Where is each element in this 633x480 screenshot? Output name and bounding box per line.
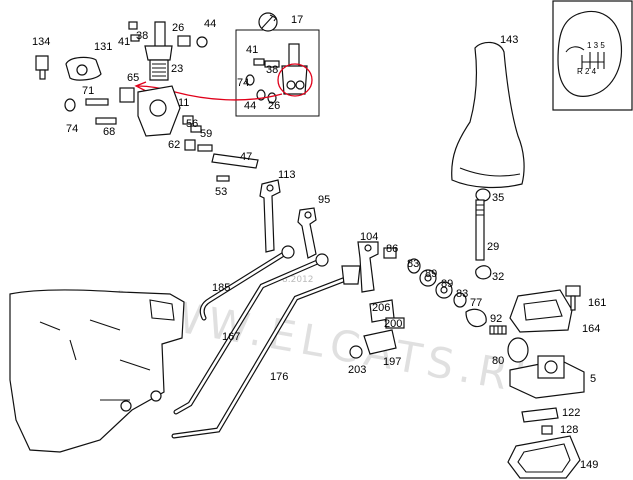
levers bbox=[259, 179, 329, 267]
shift-assembly-upper bbox=[35, 21, 259, 182]
watermark-small: 8.2012 bbox=[282, 275, 314, 285]
callout-65: 65 bbox=[127, 72, 139, 84]
callout-149: 149 bbox=[580, 459, 598, 471]
shift-pattern-row2: R 2 4 bbox=[577, 67, 597, 76]
callout-44a: 44 bbox=[204, 18, 216, 30]
callout-122: 122 bbox=[562, 407, 580, 419]
callout-47: 47 bbox=[240, 151, 252, 163]
callout-104: 104 bbox=[360, 231, 378, 243]
callout-89a: 89 bbox=[425, 268, 437, 280]
callout-206: 206 bbox=[372, 302, 390, 314]
shift-mechanism-middle bbox=[341, 241, 487, 359]
callout-86: 86 bbox=[386, 243, 398, 255]
linkage-rods bbox=[171, 249, 359, 439]
callout-197: 197 bbox=[383, 356, 401, 368]
callout-161: 161 bbox=[588, 297, 606, 309]
callout-131: 131 bbox=[94, 41, 112, 53]
callout-176: 176 bbox=[270, 371, 288, 383]
callout-26b: 26 bbox=[268, 100, 280, 112]
callout-83a: 83 bbox=[407, 258, 419, 270]
callout-29: 29 bbox=[487, 241, 499, 253]
callout-164: 164 bbox=[582, 323, 600, 335]
callout-38b: 38 bbox=[266, 64, 278, 76]
callout-41b: 41 bbox=[246, 44, 258, 56]
callout-203: 203 bbox=[348, 364, 366, 376]
detail-box-17 bbox=[235, 12, 320, 117]
callout-44b: 44 bbox=[244, 100, 256, 112]
shift-pattern-box: 1 3 5 R 2 4 bbox=[552, 0, 633, 111]
callout-23: 23 bbox=[171, 63, 183, 75]
callout-35: 35 bbox=[492, 192, 504, 204]
callout-80: 80 bbox=[492, 355, 504, 367]
callout-167: 167 bbox=[222, 331, 240, 343]
callout-32: 32 bbox=[492, 271, 504, 283]
red-highlight-circle bbox=[277, 63, 313, 97]
callout-53: 53 bbox=[215, 186, 227, 198]
callout-68: 68 bbox=[103, 126, 115, 138]
callout-128: 128 bbox=[560, 424, 578, 436]
callout-143: 143 bbox=[500, 34, 518, 46]
callout-74a: 74 bbox=[66, 123, 78, 135]
callout-71: 71 bbox=[82, 85, 94, 97]
callout-38a: 38 bbox=[136, 30, 148, 42]
shift-pattern-row1: 1 3 5 bbox=[587, 41, 605, 50]
callout-92: 92 bbox=[490, 313, 502, 325]
callout-134: 134 bbox=[32, 36, 50, 48]
gear-knob-143 bbox=[451, 41, 525, 280]
transmission-housing bbox=[9, 289, 185, 453]
callout-56: 56 bbox=[186, 118, 198, 130]
callout-59: 59 bbox=[200, 128, 212, 140]
callout-62: 62 bbox=[168, 139, 180, 151]
callout-77: 77 bbox=[470, 297, 482, 309]
red-arrow bbox=[137, 85, 283, 101]
callout-17: 17 bbox=[291, 14, 303, 26]
callout-74b: 74 bbox=[237, 77, 249, 89]
callout-11: 11 bbox=[178, 97, 189, 109]
callout-26a: 26 bbox=[172, 22, 184, 34]
callout-95: 95 bbox=[318, 194, 330, 206]
shift-housing-right bbox=[489, 285, 585, 479]
callout-41a: 41 bbox=[118, 36, 130, 48]
callout-89b: 89 bbox=[441, 278, 453, 290]
callout-83b: 83 bbox=[456, 288, 468, 300]
callout-labels: 134 131 41 38 26 44 17 143 23 65 71 11 4… bbox=[32, 14, 606, 471]
callout-185: 185 bbox=[212, 282, 230, 294]
callout-200: 200 bbox=[384, 318, 402, 330]
callout-113: 113 bbox=[278, 169, 296, 181]
callout-5: 5 bbox=[590, 373, 596, 385]
